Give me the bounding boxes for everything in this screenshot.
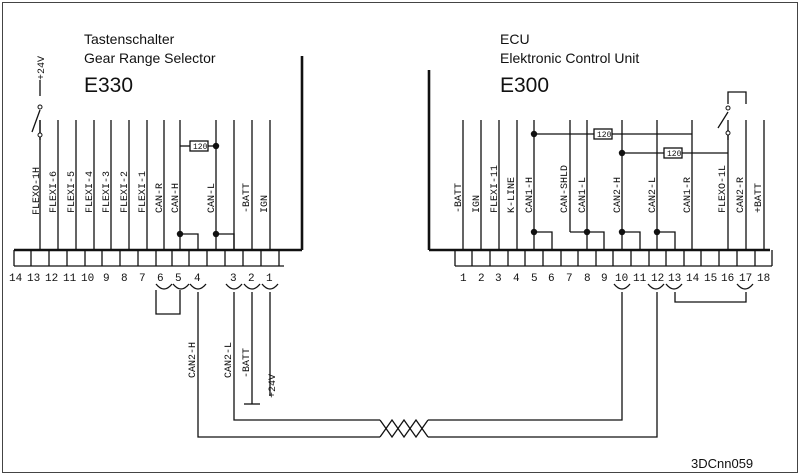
figure-id: 3DCnn059 [691, 456, 754, 471]
left-device-name-de: Tastenschalter [84, 31, 175, 47]
right-terminal-number: 6 [548, 273, 555, 285]
left-pin-label: CAN-L [207, 183, 218, 213]
left-device-id: E330 [84, 74, 134, 97]
right-pin-label: CAN1-L [578, 177, 589, 213]
right-pin-label: K-LINE [507, 177, 518, 213]
right-terminal-number: 17 [739, 273, 752, 285]
left-terminal-number: 10 [81, 273, 94, 285]
left-terminal-number: 8 [121, 273, 128, 285]
wire-label-can2-h: CAN2-H [188, 342, 199, 378]
right-device-id: E300 [500, 74, 550, 97]
right-terminal-number: 8 [584, 273, 591, 285]
left-pin-label: CAN-H [171, 183, 182, 213]
right-pin-label: CAN1-H [525, 177, 536, 213]
right-pin-label: CAN2-L [648, 177, 659, 213]
left-pin-label: IGN [260, 195, 271, 213]
right-device-name-short: ECU [500, 31, 530, 47]
right-terminal-number: 15 [704, 273, 717, 285]
left-pin-label: -BATT [242, 183, 253, 213]
left-terminal-number: 13 [27, 273, 40, 285]
left-pin-label: FLEXO-1H [32, 167, 43, 215]
left-terminal-number: 6 [157, 273, 164, 285]
right-terminal-number: 1 [460, 273, 467, 285]
right-terminal-number: 4 [513, 273, 520, 285]
wire-label-supply: +24V [268, 374, 279, 398]
left-device-name-en: Gear Range Selector [84, 50, 216, 66]
wire-label-can2-l: CAN2-L [224, 342, 235, 378]
left-terminal-number: 12 [45, 273, 58, 285]
left-terminal-number: 2 [248, 273, 255, 285]
right-terminal-number: 18 [757, 273, 770, 285]
left-terminal-number: 5 [175, 273, 182, 285]
left-terminal-number: 7 [139, 273, 146, 285]
wire-label-batt: -BATT [242, 348, 253, 378]
left-pin-label: FLEXI-3 [102, 171, 113, 213]
right-terminal-number: 2 [478, 273, 485, 285]
left-pin-label: FLEXI-1 [138, 171, 149, 213]
right-terminal-number: 14 [686, 273, 700, 285]
right-terminal-number: 11 [633, 273, 647, 285]
left-pin-label: FLEXI-4 [85, 171, 96, 213]
right-pin-label: IGN [472, 195, 483, 213]
right-pin-label: CAN1-R [683, 177, 694, 213]
right-terminal-number: 9 [601, 273, 608, 285]
left-supply-label: +24V [37, 56, 48, 80]
left-pin-label: CAN-R [155, 183, 166, 213]
right-device-name-long: Elektronic Control Unit [500, 50, 640, 66]
right-pin-label: CAN-SHLD [560, 165, 571, 213]
left-terminal-number: 14 [9, 273, 23, 285]
right-terminal-number: 5 [531, 273, 538, 285]
right-pin-label: FLEXO-1L [718, 165, 729, 213]
right-pin-label: FLEXI-11 [490, 165, 501, 213]
right-terminal-number: 10 [615, 273, 628, 285]
right-terminal-number: 16 [721, 273, 734, 285]
right-pin-label: +BATT [754, 183, 765, 213]
left-terminal-number: 11 [63, 273, 77, 285]
right-resistor-2-value: 120 [667, 150, 682, 159]
left-terminal-number: 4 [194, 273, 201, 285]
left-terminal-number: 1 [266, 273, 273, 285]
right-pin-label: CAN2-R [736, 177, 747, 213]
left-pin-label: FLEXI-5 [67, 171, 78, 213]
left-resistor-value: 120 [193, 143, 208, 152]
right-terminal-number: 7 [566, 273, 573, 285]
right-terminal-number: 12 [651, 273, 664, 285]
right-pin-label: -BATT [454, 183, 465, 213]
left-terminal-number: 9 [103, 273, 110, 285]
left-pin-label: FLEXI-6 [49, 171, 60, 213]
left-terminal-number: 3 [230, 273, 237, 285]
right-pin-label: CAN2-H [613, 177, 624, 213]
left-pin-label: FLEXI-2 [120, 171, 131, 213]
right-terminal-number: 13 [668, 273, 681, 285]
right-resistor-1-value: 120 [597, 131, 612, 140]
right-terminal-number: 3 [495, 273, 502, 285]
